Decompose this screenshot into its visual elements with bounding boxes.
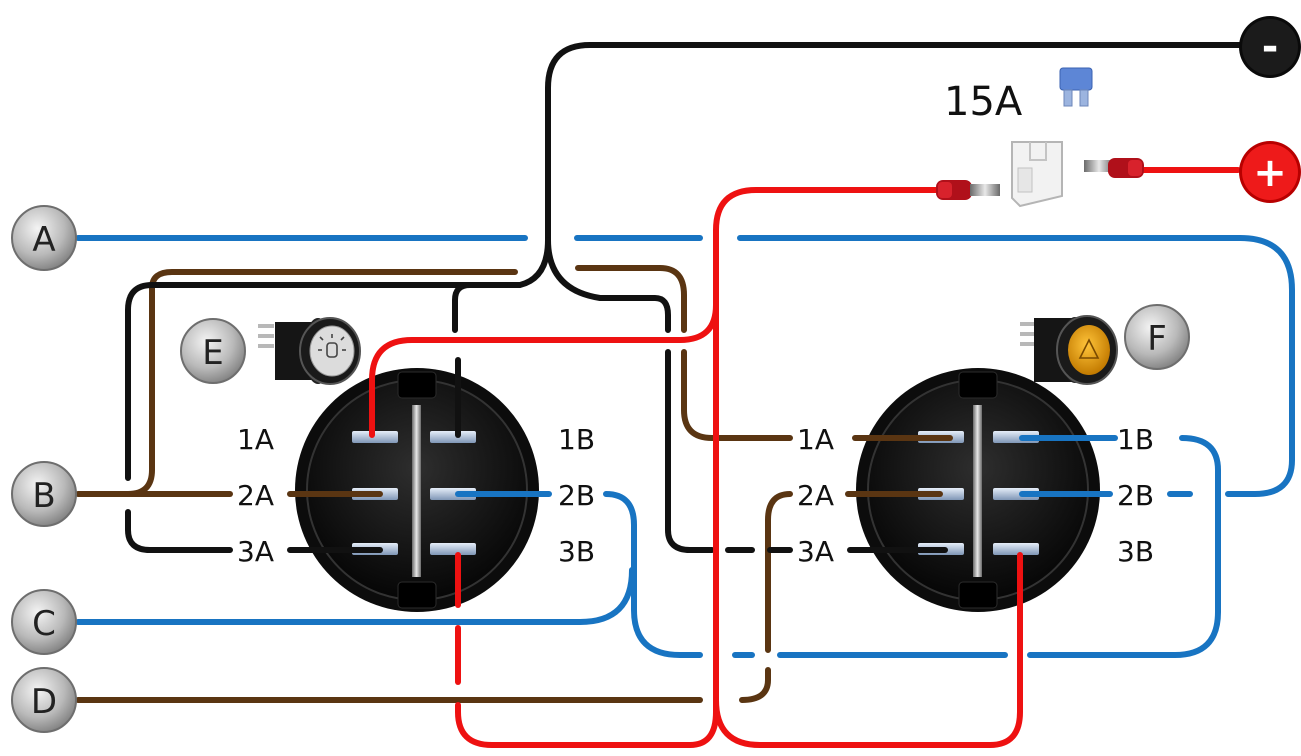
pin-label-2a: 2A — [237, 479, 274, 512]
pin-label-3b: 3B — [1117, 535, 1154, 568]
node-f-label: F — [1147, 319, 1167, 359]
positive-terminal: + — [1239, 141, 1301, 203]
pin-label-2b: 2B — [1117, 479, 1154, 512]
red-wires — [369, 167, 1241, 748]
left-crimp-connector-icon — [936, 180, 1000, 200]
node-c: C — [11, 589, 77, 655]
switch-f-button-icon — [1020, 315, 1118, 385]
right-crimp-connector-icon — [1084, 158, 1144, 178]
pin-label-3a: 3A — [797, 535, 834, 568]
node-c-label: C — [32, 604, 56, 644]
positive-symbol: + — [1253, 150, 1287, 196]
node-d: D — [11, 667, 77, 733]
pin-label-2b: 2B — [558, 479, 595, 512]
pin-label-3a: 3A — [237, 535, 274, 568]
switch-e-button-icon — [258, 317, 361, 385]
black-wires — [125, 42, 1248, 553]
negative-terminal: - — [1239, 16, 1301, 78]
switch-f-pin-labels: 1A 2A 3A 1B 2B 3B — [797, 423, 1154, 568]
node-d-label: D — [31, 682, 57, 722]
node-b: B — [11, 461, 77, 527]
fuse-holder-icon — [1011, 141, 1063, 208]
pin-label-1b: 1B — [558, 423, 595, 456]
pin-label-1a: 1A — [797, 423, 834, 456]
switch-f-body — [856, 368, 1100, 612]
node-e: E — [180, 318, 246, 384]
fuse-rating-label: 15A — [944, 79, 1023, 125]
pin-label-3b: 3B — [558, 535, 595, 568]
lamp-icon — [318, 334, 346, 358]
hazard-icon — [1078, 338, 1100, 359]
switch-e-pin-labels: 1A 2A 3A 1B 2B 3B — [237, 423, 595, 568]
node-f: F — [1124, 304, 1190, 370]
node-e-label: E — [202, 333, 223, 373]
node-b-label: B — [32, 476, 55, 516]
blade-fuse-icon — [1059, 67, 1093, 107]
node-a-label: A — [32, 220, 55, 260]
blue-wires — [75, 235, 1295, 658]
pin-label-2a: 2A — [797, 479, 834, 512]
pin-label-1b: 1B — [1117, 423, 1154, 456]
switch-e-body — [295, 368, 539, 612]
negative-symbol: - — [1262, 24, 1279, 70]
pin-label-1a: 1A — [237, 423, 274, 456]
node-a: A — [11, 205, 77, 271]
